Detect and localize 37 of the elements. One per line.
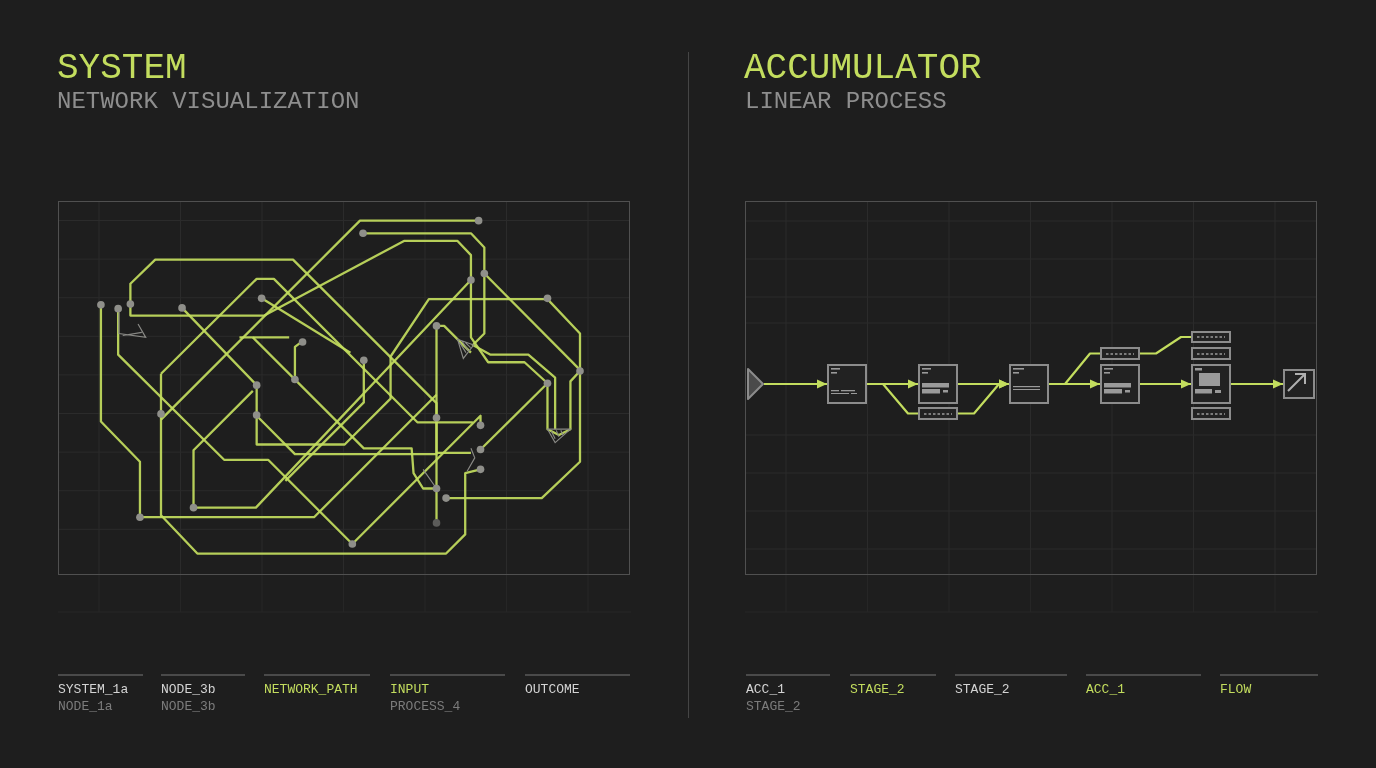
column-sublabel: STAGE_2: [746, 699, 801, 715]
column-sublabel: NODE_1a: [58, 699, 113, 715]
column-sublabel: NODE_3b: [161, 699, 216, 715]
tag-box: [918, 407, 958, 420]
arrow: [958, 379, 1009, 415]
panel-subtitle: LINEAR PROCESS: [745, 87, 947, 116]
tag-box: [1191, 407, 1231, 420]
column-label: FLOW: [1220, 682, 1252, 698]
column-label: STAGE_2: [955, 682, 1010, 698]
process-box: [1009, 364, 1049, 404]
arrow: [764, 379, 827, 389]
column-label: INPUT: [390, 682, 429, 698]
process-box: [827, 364, 867, 404]
column-label: NETWORK_PATH: [264, 682, 358, 698]
column-sublabel: PROCESS_4: [390, 699, 461, 715]
column-label: NODE_3b: [161, 682, 216, 698]
panel-subtitle: NETWORK VISUALIZATION: [57, 87, 360, 116]
arrow: [1140, 379, 1191, 389]
column-label: SYSTEM_1a: [58, 682, 129, 698]
column-label: OUTCOME: [525, 682, 580, 698]
panel-title: SYSTEM: [57, 49, 187, 89]
connector-line: [867, 382, 918, 415]
column-label: STAGE_2: [850, 682, 905, 698]
tag-box: [1191, 331, 1231, 343]
output-box: [1283, 369, 1315, 399]
process-box: [918, 364, 958, 404]
process-box: [1100, 364, 1140, 404]
column-label: ACC_1: [746, 682, 785, 698]
start-triangle: [747, 368, 764, 400]
connector-line: [1140, 335, 1191, 355]
panel-title: ACCUMULATOR: [744, 49, 982, 89]
tag-box: [1191, 347, 1231, 360]
arrow: [1231, 379, 1283, 389]
column-label: ACC_1: [1086, 682, 1125, 698]
process-box: [1191, 364, 1231, 404]
tag-box: [1100, 347, 1140, 360]
arrow: [1049, 379, 1100, 389]
